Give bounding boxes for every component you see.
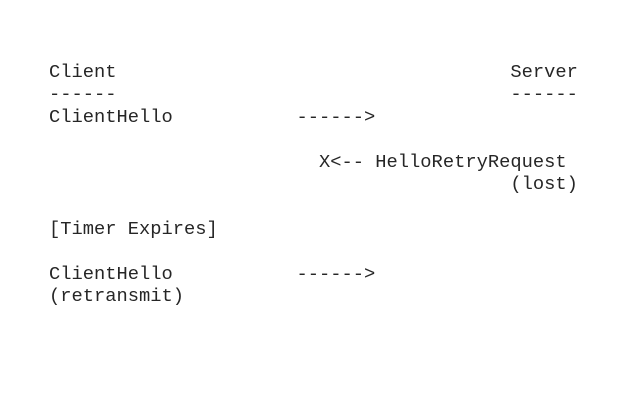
diagram-blank-line-1	[49, 128, 578, 150]
line-timer-expires: [Timer Expires]	[49, 217, 218, 240]
line-retransmit-label: (retransmit)	[49, 284, 185, 307]
line-participant-underlines: ------ ------	[49, 83, 578, 106]
diagram-blank-line-2	[49, 195, 578, 217]
line-helloretryrequest-lost: X<-- HelloRetryRequest	[49, 150, 567, 173]
ascii-flow-diagram: Client Server ------ ------ ClientHello …	[49, 61, 578, 307]
line-clienthello-send: ClientHello ------>	[49, 105, 376, 128]
line-clienthello-resend: ClientHello ------>	[49, 262, 376, 285]
diagram-blank-line-3	[49, 240, 578, 262]
line-lost-label: (lost)	[49, 172, 578, 195]
line-participants: Client Server	[49, 61, 578, 83]
